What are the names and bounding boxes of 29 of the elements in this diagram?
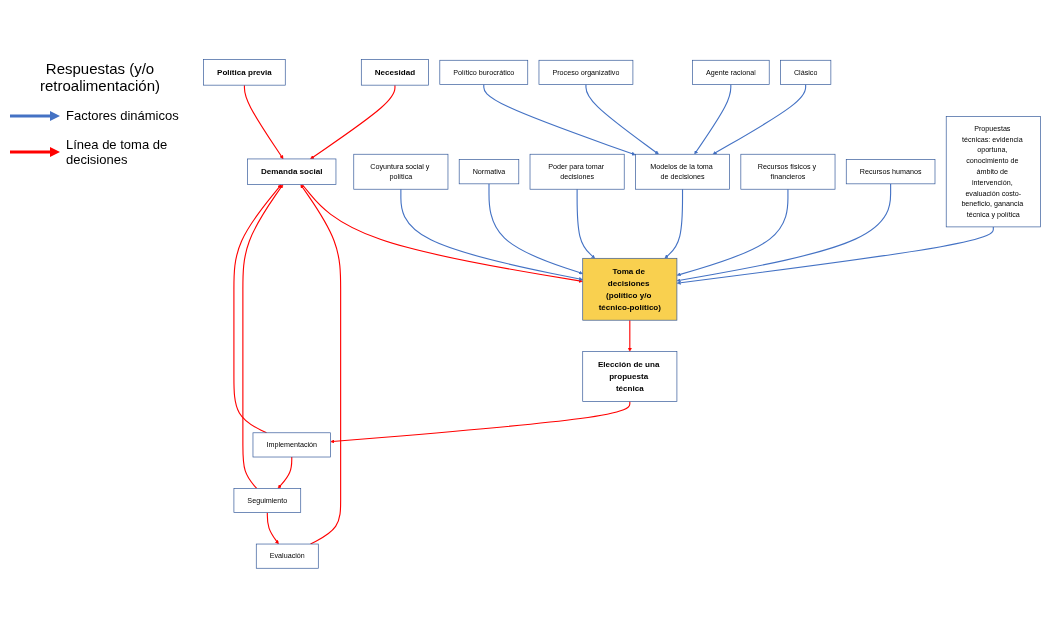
arrow [676,188,789,277]
node-box: Demanda social [247,158,337,185]
arrow [300,184,342,545]
arrow [576,188,596,259]
node-box: Toma de decisiones (político y/o técnico-político) [582,258,678,321]
arrow [243,84,284,160]
arrow [400,188,583,281]
legend-text: Factores dinámicos [66,108,179,123]
arrow [266,512,279,545]
arrow [712,84,807,155]
node-box: Necesidad [360,59,429,86]
arrow [483,84,636,156]
arrow [676,183,892,283]
annotation-text: Respuestas (y/o retroalimentación) [38,60,162,94]
arrow [664,188,684,259]
arrow [676,226,994,285]
arrow [694,84,732,155]
arrow [277,456,293,489]
arrow [585,84,659,155]
arrow [310,84,396,160]
arrow [233,184,282,434]
node-box: Política previa [203,59,286,86]
node-box: Elección de una propuesta técnica [582,351,678,402]
arrow [488,183,583,275]
arrow [242,184,284,490]
legend-text: Línea de toma de decisiones [66,137,169,167]
arrow [301,184,583,283]
arrow [330,400,631,444]
arrow [627,319,632,352]
